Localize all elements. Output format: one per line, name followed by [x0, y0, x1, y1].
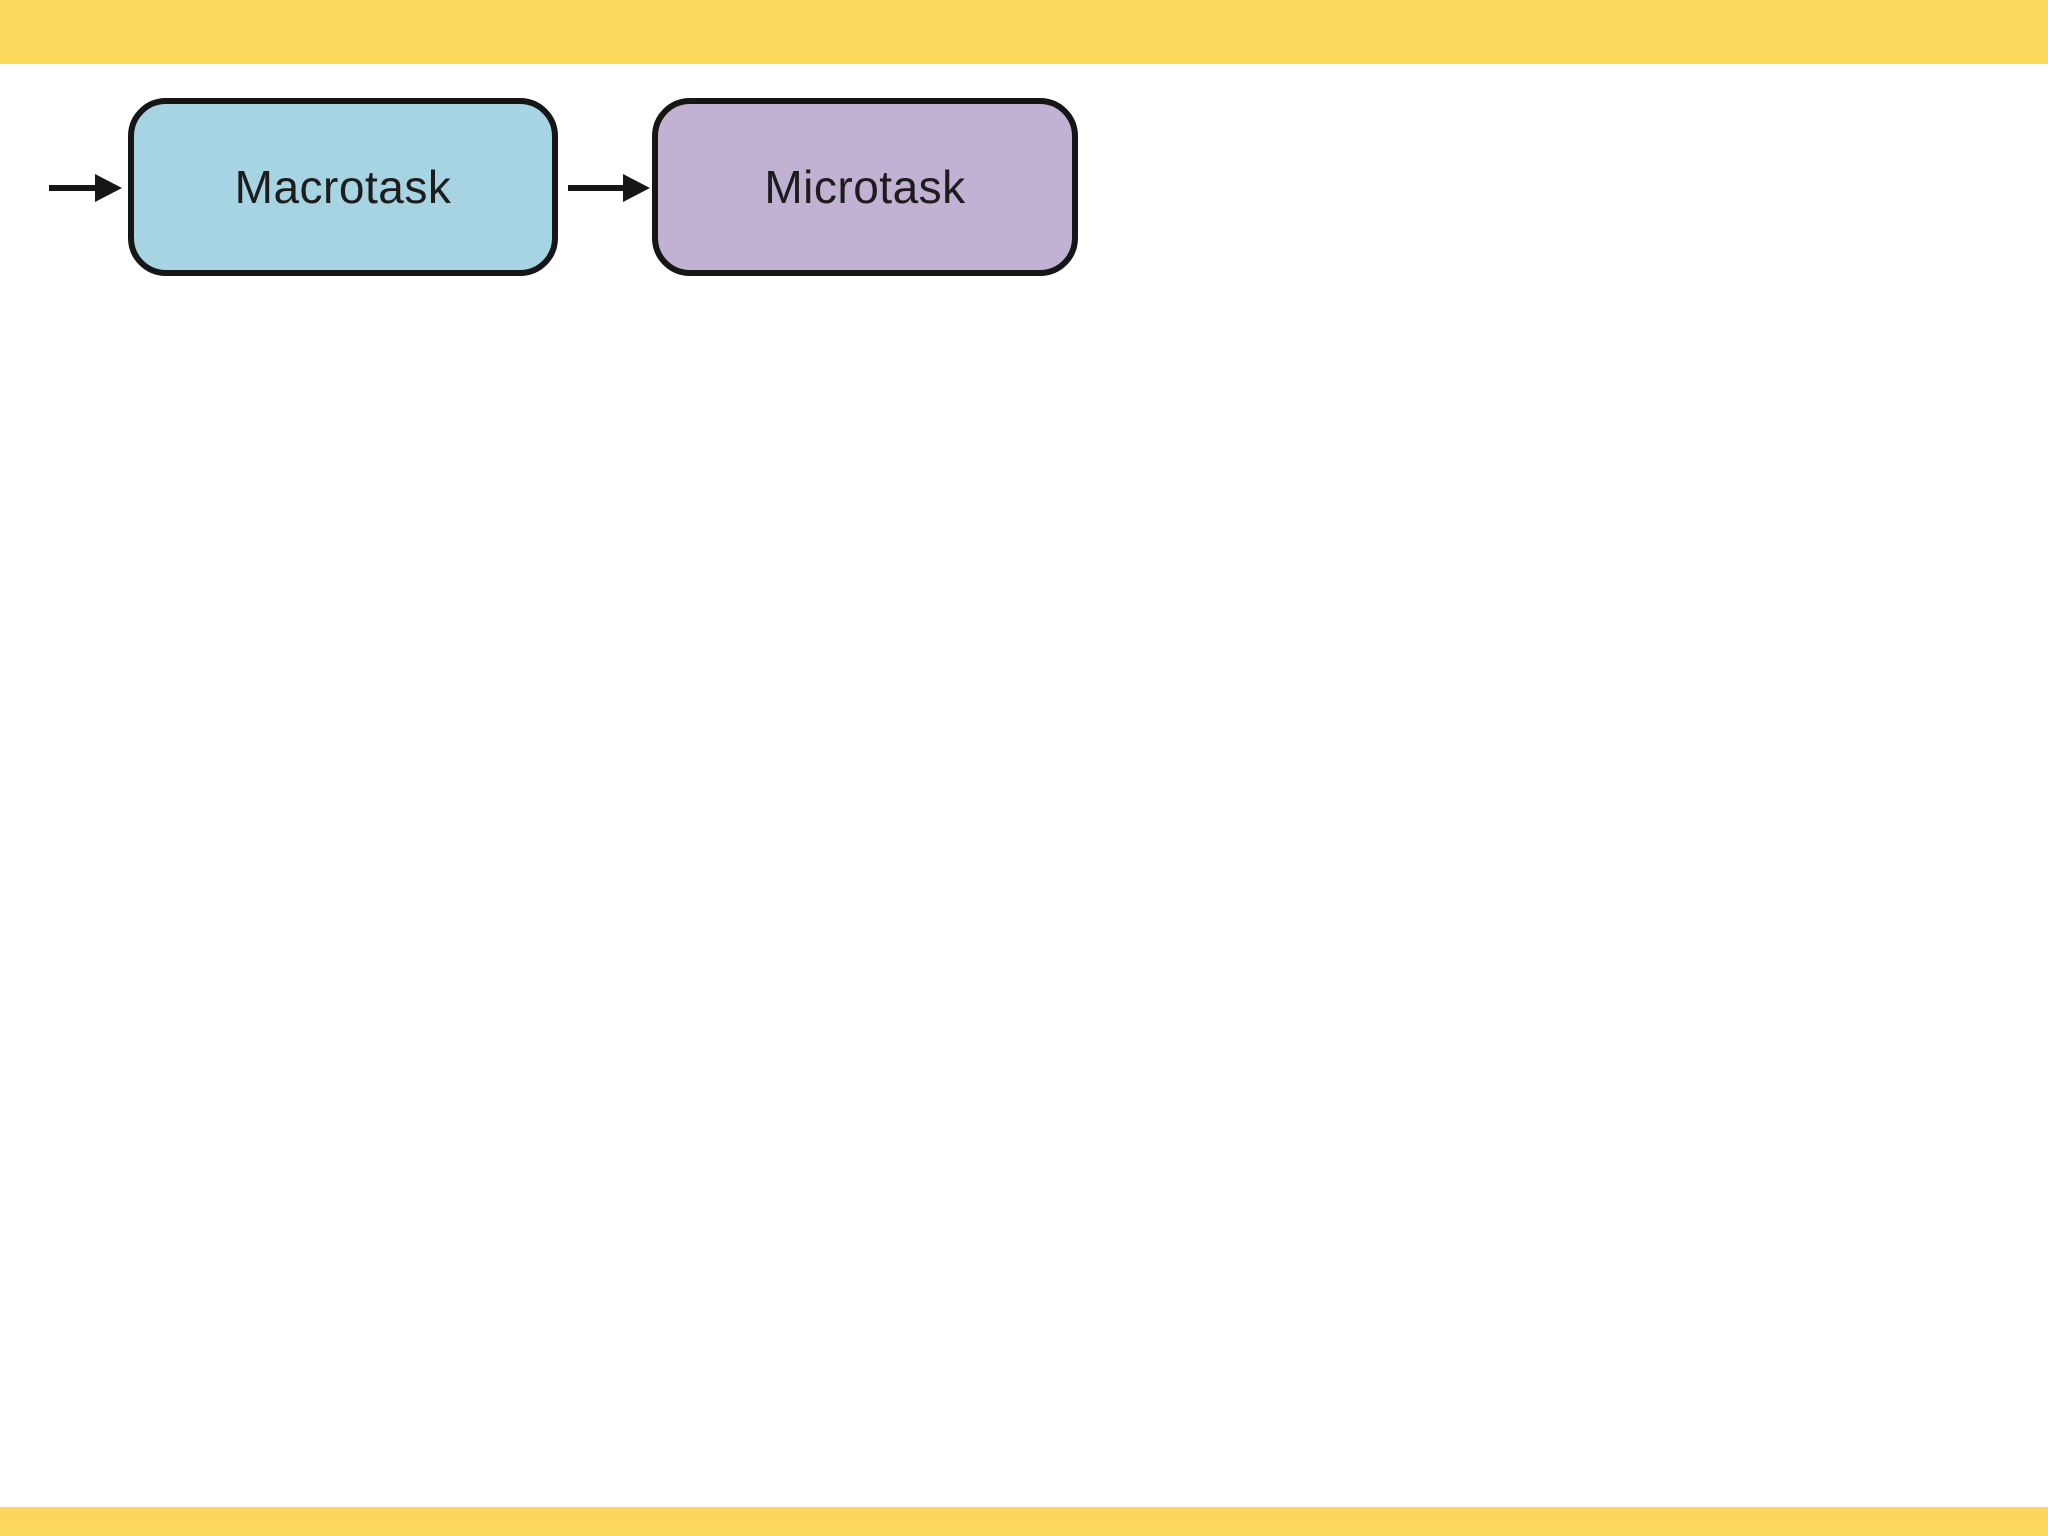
node-microtask-label: Microtask	[764, 161, 966, 213]
arrow-shaft	[568, 184, 623, 191]
arrow-shaft	[49, 184, 95, 191]
node-macrotask-label: Macrotask	[234, 161, 452, 213]
bottom-accent-bar	[0, 1507, 2048, 1536]
arrow-head	[95, 173, 122, 202]
arrow-head	[623, 173, 650, 202]
entry-arrow-icon	[49, 173, 122, 202]
node-microtask: Microtask	[652, 98, 1078, 276]
top-accent-bar	[0, 0, 2048, 64]
node-macrotask: Macrotask	[128, 98, 558, 276]
macrotask-to-microtask-arrow-icon	[568, 173, 650, 202]
